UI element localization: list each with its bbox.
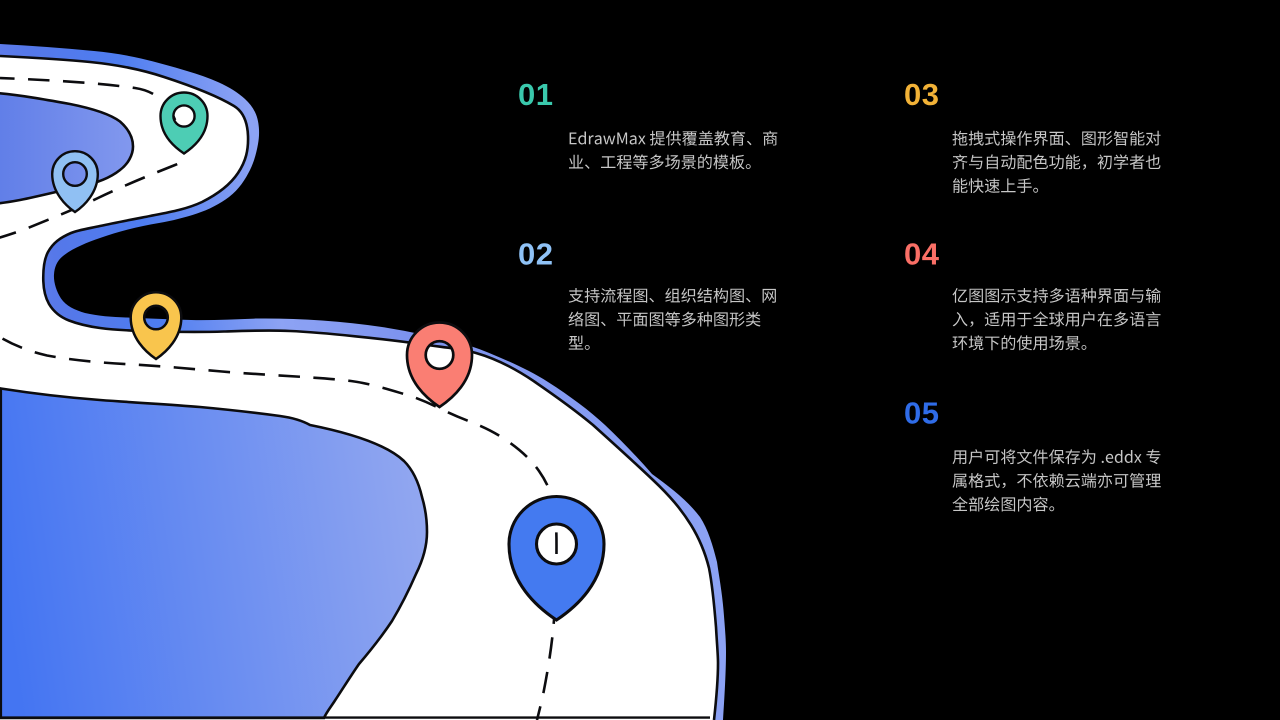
svg-text:04: 04 [904, 237, 940, 272]
svg-text:02: 02 [518, 237, 553, 272]
svg-text:01: 01 [518, 77, 553, 112]
svg-text:03: 03 [904, 77, 939, 112]
svg-text:05: 05 [904, 396, 939, 431]
